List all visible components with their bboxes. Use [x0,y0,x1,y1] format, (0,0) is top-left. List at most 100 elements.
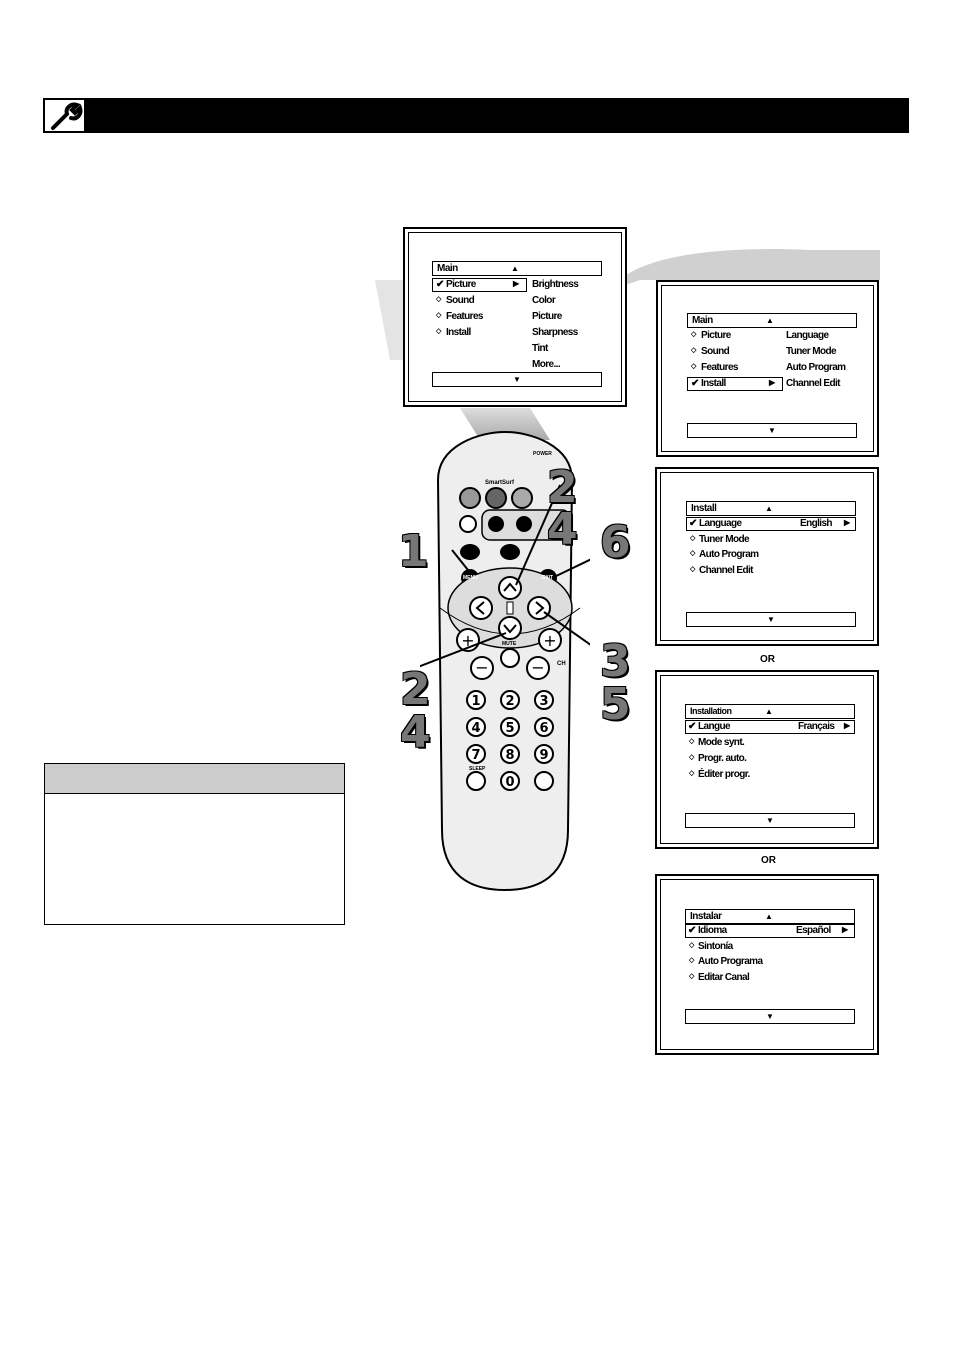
menu-item: Channel Edit [699,565,754,576]
bullet-icon: ◇ [690,535,695,542]
menu-item-install: Install [701,378,726,389]
selection-highlight [686,517,856,531]
svg-text:1: 1 [471,694,480,709]
menu-item: Éditer progr. [698,769,750,780]
svg-text:3: 3 [539,694,548,709]
tv-screen-install-english: Install▲ ✔ Language English ▶ ◇ Tuner Mo… [655,467,879,646]
tv-screen-main-picture: Main▲ ✔ Picture ▶ ◇ Sound ◇ Features ◇ I… [403,227,627,407]
svg-text:+: + [543,631,556,650]
submenu-item: Tuner Mode [786,346,837,357]
selection-highlight [687,377,783,391]
bullet-icon: ◇ [689,754,694,761]
menu-item-sound: Sound [446,295,475,306]
bullet-icon: ◇ [689,973,694,980]
power-label: POWER [533,451,552,457]
svg-text:5: 5 [505,721,514,736]
submenu-item: Channel Edit [786,378,841,389]
bullet-icon: ◇ [689,738,694,745]
helpful-hint-header [45,764,344,794]
sleep-label: SLEEP [469,766,486,772]
menu-item-picture: Picture [446,279,476,290]
step-number-3: 3 [600,636,631,687]
submenu-item: Brightness [532,279,579,290]
svg-text:4: 4 [471,721,480,736]
submenu-item: Picture [532,311,562,322]
menu-item-language: Language [699,518,742,529]
submenu-item: Color [532,295,556,306]
svg-text:0: 0 [505,775,514,790]
menu-item: Editar Canal [698,972,750,983]
language-value: English [800,518,833,529]
bullet-icon: ◇ [436,328,441,335]
svg-text:2: 2 [505,694,514,709]
svg-text:9: 9 [539,748,548,763]
ch-label: CH [557,661,566,667]
screen-beam-decoration [375,249,880,440]
svg-text:+: + [461,631,474,650]
language-value: Français [798,721,835,732]
or-label: OR [761,855,776,866]
svg-text:6: 6 [539,721,548,736]
arrow-right-icon: ▶ [769,378,775,387]
section-header-bar [43,98,909,133]
step-number-5: 5 [600,679,631,730]
menu-item: Tuner Mode [699,534,750,545]
svg-text:7: 7 [471,748,480,763]
svg-text:8: 8 [505,748,514,763]
menu-item: Auto Program [699,549,759,560]
arrow-right-icon: ▶ [844,518,850,527]
step-number-1: 1 [398,526,429,577]
tv-screen-main-install: Main▲ ◇ Picture ◇ Sound ◇ Features ✔ Ins… [656,280,879,457]
menu-title: Install▲ [686,501,856,516]
menu-item: Auto Programa [698,956,763,967]
step-number-2: 2 [400,664,431,715]
brand-label: SmartSurf [485,480,515,486]
scroll-down-icon: ▼ [686,612,856,627]
bullet-icon: ◇ [689,770,694,777]
selection-highlight [685,720,855,734]
remote-control: + − + − 1 2 3 4 5 6 7 8 9 0 [420,430,590,892]
selection-highlight [685,924,855,938]
menu-item-picture: Picture [701,330,731,341]
svg-text:−: − [531,658,544,677]
scroll-down-icon: ▼ [687,423,857,438]
mute-label: MUTE [502,641,517,647]
menu-item: Mode synt. [698,737,745,748]
or-label: OR [760,654,775,665]
arrow-right-icon: ▶ [844,721,850,730]
menu-title: Instalar▲ [685,909,855,924]
menu-item-features: Features [446,311,483,322]
bullet-icon: ◇ [689,957,694,964]
check-icon: ✔ [688,721,696,732]
step-number-2: 2 [547,462,578,513]
menu-item-sound: Sound [701,346,730,357]
submenu-item: Sharpness [532,327,578,338]
check-icon: ✔ [436,279,444,290]
helpful-hint-box [44,763,345,925]
menu-item: Progr. auto. [698,753,747,764]
arrow-right-icon: ▶ [842,925,848,934]
step-number-6: 6 [600,517,631,568]
check-icon: ✔ [689,518,697,529]
language-value: Español [796,925,831,936]
bullet-icon: ◇ [691,331,696,338]
bullet-icon: ◇ [689,942,694,949]
submenu-item: Tint [532,343,548,354]
step-number-4: 4 [547,504,578,555]
bullet-icon: ◇ [691,347,696,354]
scroll-down-icon: ▼ [432,372,602,387]
submenu-item: Language [786,330,829,341]
menu-item-features: Features [701,362,738,373]
arrow-right-icon: ▶ [513,279,519,288]
bullet-icon: ◇ [690,566,695,573]
check-icon: ✔ [691,378,699,389]
tv-screen-install-french: Installation▲ ✔ Langue Français ▶ ◇ Mode… [655,670,879,849]
wrench-icon [43,98,86,133]
bullet-icon: ◇ [691,363,696,370]
bullet-icon: ◇ [436,312,441,319]
submenu-item: More... [532,359,561,370]
menu-button-label: MENU [463,575,478,581]
submenu-item: Auto Program [786,362,846,373]
bullet-icon: ◇ [690,550,695,557]
check-icon: ✔ [688,925,696,936]
